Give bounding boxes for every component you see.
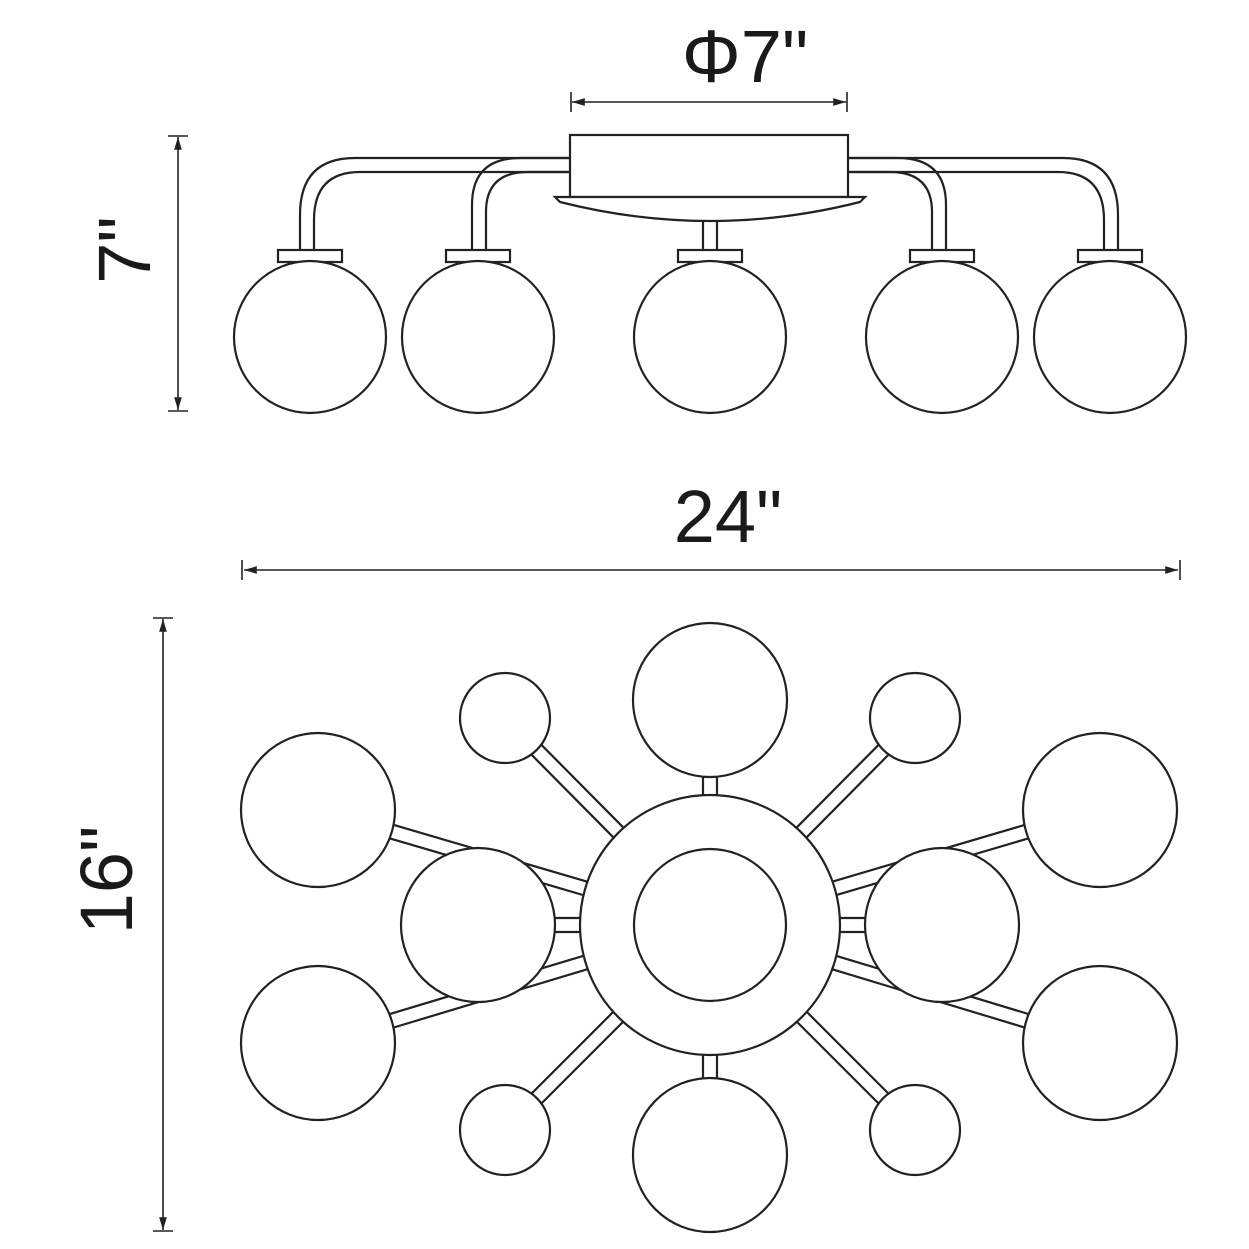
arm <box>530 744 625 839</box>
globe <box>631 1076 789 1234</box>
canopy-diameter-dimension: Φ7" <box>570 15 848 112</box>
height-dimension: 7" <box>83 135 188 412</box>
arm-outer-left <box>298 156 570 250</box>
globe <box>239 731 397 889</box>
arm <box>701 1055 719 1078</box>
arm <box>795 744 890 839</box>
arm <box>531 1011 624 1104</box>
globe <box>1021 964 1179 1122</box>
globe <box>400 259 556 415</box>
globe <box>868 671 962 765</box>
globe <box>868 1083 962 1177</box>
globe <box>631 621 789 779</box>
side-elevation-view <box>232 133 1188 415</box>
depth-label: 16" <box>65 826 148 935</box>
arm <box>701 777 719 795</box>
globe <box>1021 731 1179 889</box>
canopy-box <box>568 133 850 199</box>
center-globe <box>632 847 788 1003</box>
arm-inner-right <box>848 156 948 250</box>
canopy-plate <box>552 195 868 223</box>
top-plan-view <box>239 621 1179 1234</box>
globe <box>863 846 1021 1004</box>
globe <box>239 964 397 1122</box>
arm <box>555 916 580 934</box>
globe <box>458 671 552 765</box>
center-stem <box>701 222 719 250</box>
globe <box>232 259 388 415</box>
globe <box>458 1083 552 1177</box>
width-label: 24" <box>674 475 783 558</box>
depth-dimension: 16" <box>65 617 173 1232</box>
arm <box>796 1011 889 1104</box>
globe <box>632 259 788 415</box>
arm-inner-left <box>470 156 570 250</box>
width-dimension: 24" <box>241 475 1181 580</box>
globe <box>399 846 557 1004</box>
height-label: 7" <box>83 216 166 283</box>
arm <box>840 916 865 934</box>
arm-outer-right <box>848 156 1120 250</box>
globe <box>864 259 1020 415</box>
canopy-diameter-label: Φ7" <box>682 15 808 98</box>
globe <box>1032 259 1188 415</box>
